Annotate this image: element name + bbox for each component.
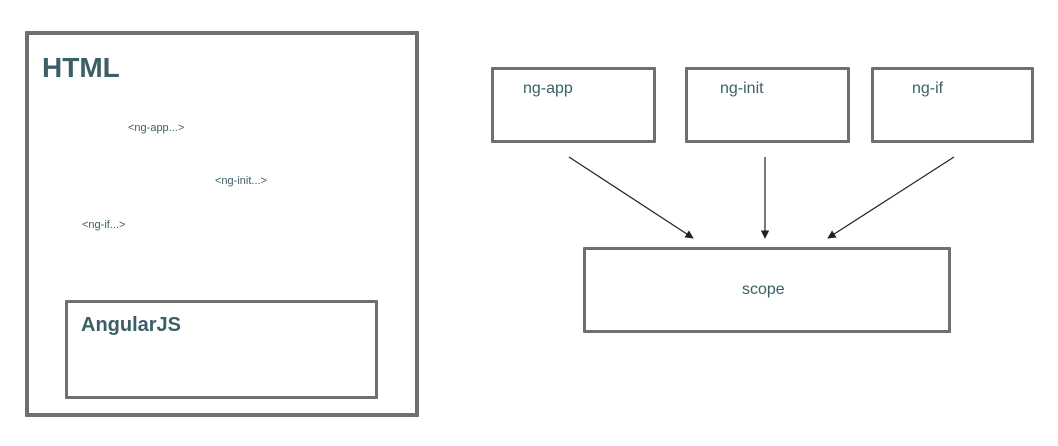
ng-init-node-label: ng-init: [720, 80, 764, 97]
ng-init-tag: <ng-init...>: [215, 175, 267, 187]
ng-if-node-label: ng-if: [912, 80, 944, 97]
ng-if-tag: <ng-if...>: [82, 219, 126, 231]
scope-node-label: scope: [742, 281, 785, 298]
ng-app-tag: <ng-app...>: [128, 122, 185, 134]
angularjs-box: [65, 300, 378, 399]
html-panel: [25, 31, 419, 417]
scope-node: [583, 247, 951, 333]
arrow-ng-app-to-scope: [568, 156, 694, 239]
html-panel-title: HTML: [42, 52, 120, 83]
angularjs-label: AngularJS: [81, 314, 182, 336]
ng-init-node: [685, 67, 850, 143]
ng-app-node: [491, 67, 656, 143]
ng-if-node: [871, 67, 1034, 143]
arrow-ng-if-to-scope: [827, 156, 955, 239]
ng-app-node-label: ng-app: [523, 80, 573, 97]
